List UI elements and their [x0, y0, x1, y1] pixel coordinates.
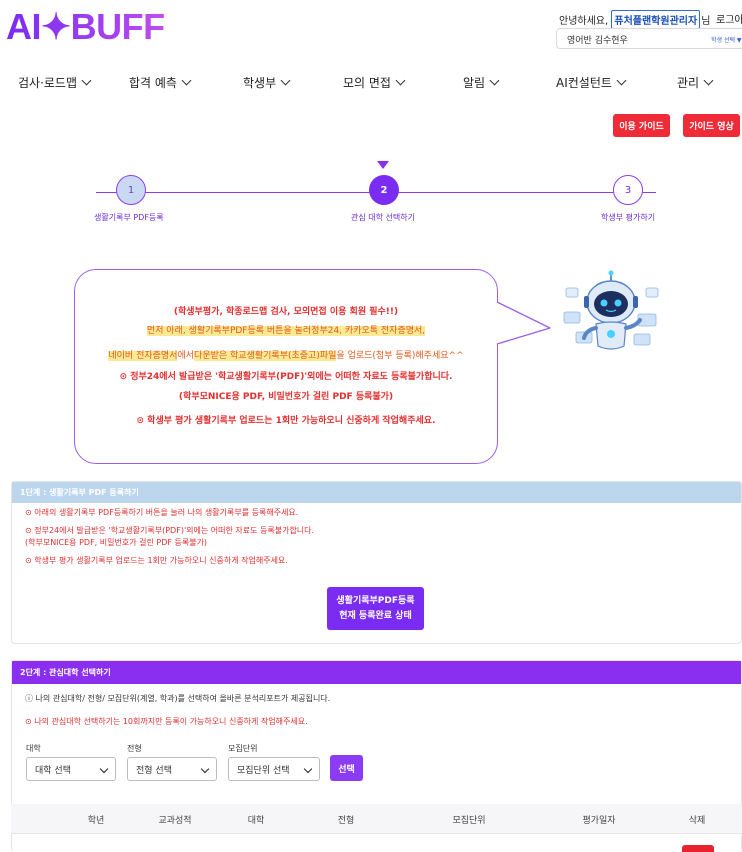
nav-label: AI컨설턴트	[556, 76, 612, 90]
step2-info: ⓘ 나의 관심대학/ 전형/ 모집단위(계열, 학과)를 선택하여 올바른 분석…	[25, 694, 331, 703]
nav-interview[interactable]: 모의 면접	[343, 74, 406, 91]
student-selector[interactable]: 영어반 김수현우 학생 선택 ▼	[556, 28, 742, 49]
nav-admin[interactable]: 관리	[677, 74, 714, 91]
usage-guide-button[interactable]: 이용 가이드	[613, 114, 670, 137]
speech-bubble-tail	[496, 301, 551, 345]
type-label: 전형	[127, 744, 142, 753]
step-1-label: 생활기록부 PDF등록	[94, 213, 164, 222]
unit-select-value: 모집단위 선택	[237, 765, 290, 776]
chevron-down-icon	[703, 75, 714, 86]
unit-select[interactable]: 모집단위 선택	[228, 757, 320, 781]
step1-title: 1단계 : 생활기록부 PDF 등록하기	[12, 482, 741, 503]
nav-record[interactable]: 학생부	[243, 74, 291, 91]
type-select-value: 전형 선택	[136, 765, 172, 776]
chevron-down-icon	[181, 75, 192, 86]
nav-label: 합격 예측	[129, 76, 177, 90]
step-1-circle[interactable]: 1	[116, 175, 146, 205]
step1-line-3: (학부모NICE용 PDF, 비밀번호가 걸린 PDF 등록불가)	[25, 538, 208, 547]
bubble-line-3: 네이버 전자증명서에서다운받은 학교생활기록부(초중고)파일을 업로드(첨부 등…	[74, 348, 498, 361]
step-3-label: 학생부 평가하기	[601, 213, 656, 222]
chevron-down-icon	[280, 75, 291, 86]
pdf-upload-label: 생활기록부PDF등록	[336, 595, 415, 606]
greeting-prefix: 안녕하세요,	[559, 16, 609, 27]
step-2-circle[interactable]: 2	[369, 175, 399, 205]
bubble-line-2: 먼저 아래, 생활기록부PDF등록 버튼을 눌러정부24, 카카오톡 전자증명서…	[74, 323, 498, 336]
step1-line-2: ⊙ 정부24에서 발급받은 '학교생활기록부(PDF)'외에는 어떠한 자료도 …	[25, 526, 315, 535]
chevron-down-icon	[616, 75, 627, 86]
bubble-line-2-text: 먼저 아래, 생활기록부PDF등록 버튼을 눌러정부24, 카카오톡 전자증명서…	[146, 326, 426, 336]
step2-warning: ⊙ 나의 관심대학 선택하기는 10회까지만 등록이 가능하오니 신중하게 작업…	[25, 717, 308, 726]
greeting-suffix: 님	[701, 16, 711, 27]
university-select[interactable]: 대학 선택	[26, 757, 116, 781]
nav-notice[interactable]: 알림	[463, 74, 500, 91]
university-label: 대학	[26, 744, 41, 753]
delete-button[interactable]	[682, 845, 714, 852]
bubble-line-4: ⊙ 정부24에서 발급받은 '학교생활기록부(PDF)'외에는 어떠한 자료도 …	[119, 372, 453, 382]
bubble-line-3a: 네이버 전자증명서	[108, 351, 178, 361]
university-select-value: 대학 선택	[35, 765, 71, 776]
bubble-line-1: (학생부평가, 학종로드맵 검사, 모의면접 이용 회원 필수!!)	[173, 307, 399, 317]
guide-video-button[interactable]: 가이드 영상	[683, 114, 740, 137]
bubble-line-3c: 다운받은 학교생활기록부(초중고)파일	[194, 351, 337, 361]
table-header: 학년 교과성적 대학 전형 모집단위 평가일자 삭제	[11, 804, 742, 834]
th-unit: 모집단위	[452, 816, 486, 826]
chevron-down-icon	[303, 764, 313, 774]
step1-line-1: ⊙ 아래의 생활기록부 PDF등록하기 버튼을 눌러 나의 생활기록부를 등록해…	[25, 508, 299, 517]
step1-line-4: ⊙ 학생부 평가 생활기록부 업로드는 1회만 가능하오니 신중하게 작업해주세…	[25, 556, 288, 565]
logout-link[interactable]: 로그아	[716, 15, 742, 26]
bubble-line-3d: 을 업로드(첨부 등록)해주세요^^	[336, 351, 464, 361]
current-step-marker	[377, 161, 389, 169]
select-button[interactable]: 선택	[330, 755, 363, 781]
pdf-upload-status: 현재 등록완료 상태	[339, 610, 412, 621]
nav-prediction[interactable]: 합격 예측	[129, 74, 192, 91]
th-delete: 삭제	[688, 816, 706, 826]
unit-label: 모집단위	[228, 744, 258, 753]
speech-bubble	[74, 269, 498, 464]
nav-label: 관리	[677, 76, 700, 90]
user-name-badge[interactable]: 퓨처플랜학원관리자	[611, 10, 701, 29]
chevron-down-icon	[81, 75, 92, 86]
nav-label: 알림	[463, 76, 486, 90]
nav-ai-consultant[interactable]: AI컨설턴트	[556, 74, 627, 91]
step-2-label: 관심 대학 선택하기	[351, 213, 415, 222]
chevron-down-icon	[489, 75, 500, 86]
logo[interactable]: AI✦BUFF	[6, 6, 165, 47]
th-grade: 학년	[87, 816, 105, 826]
nav-roadmap[interactable]: 검사·로드맵	[18, 74, 92, 91]
nav-label: 모의 면접	[343, 76, 391, 90]
pdf-upload-button[interactable]: 생활기록부PDF등록 현재 등록완료 상태	[327, 587, 424, 630]
chevron-down-icon	[395, 75, 406, 86]
step2-title: 2단계 : 관심대학 선택하기	[12, 661, 741, 684]
nav-label: 학생부	[243, 76, 277, 90]
nav-label: 검사·로드맵	[18, 76, 78, 90]
student-name: 영어반 김수현우	[567, 36, 628, 46]
student-select-dropdown[interactable]: 학생 선택 ▼	[711, 37, 742, 44]
robot-mascot-icon	[563, 270, 659, 350]
bubble-line-6: ⊙ 학생부 평가 생활기록부 업로드는 1회만 가능하오니 신중하게 작업해주세…	[136, 416, 436, 426]
chevron-down-icon	[200, 764, 210, 774]
bubble-line-5: (학부모NICE용 PDF, 비밀번호가 걸린 PDF 등록불가)	[178, 392, 394, 402]
th-date: 평가일자	[582, 816, 616, 826]
step-3-circle[interactable]: 3	[613, 175, 643, 205]
type-select[interactable]: 전형 선택	[127, 757, 217, 781]
bubble-line-3b: 에서	[177, 351, 195, 361]
main-nav: 검사·로드맵 합격 예측 학생부 모의 면접 알림 AI컨설턴트 관리	[0, 74, 742, 94]
th-type: 전형	[337, 816, 355, 826]
th-university: 대학	[247, 816, 265, 826]
chevron-down-icon	[99, 764, 109, 774]
th-score: 교과성적	[158, 816, 192, 826]
